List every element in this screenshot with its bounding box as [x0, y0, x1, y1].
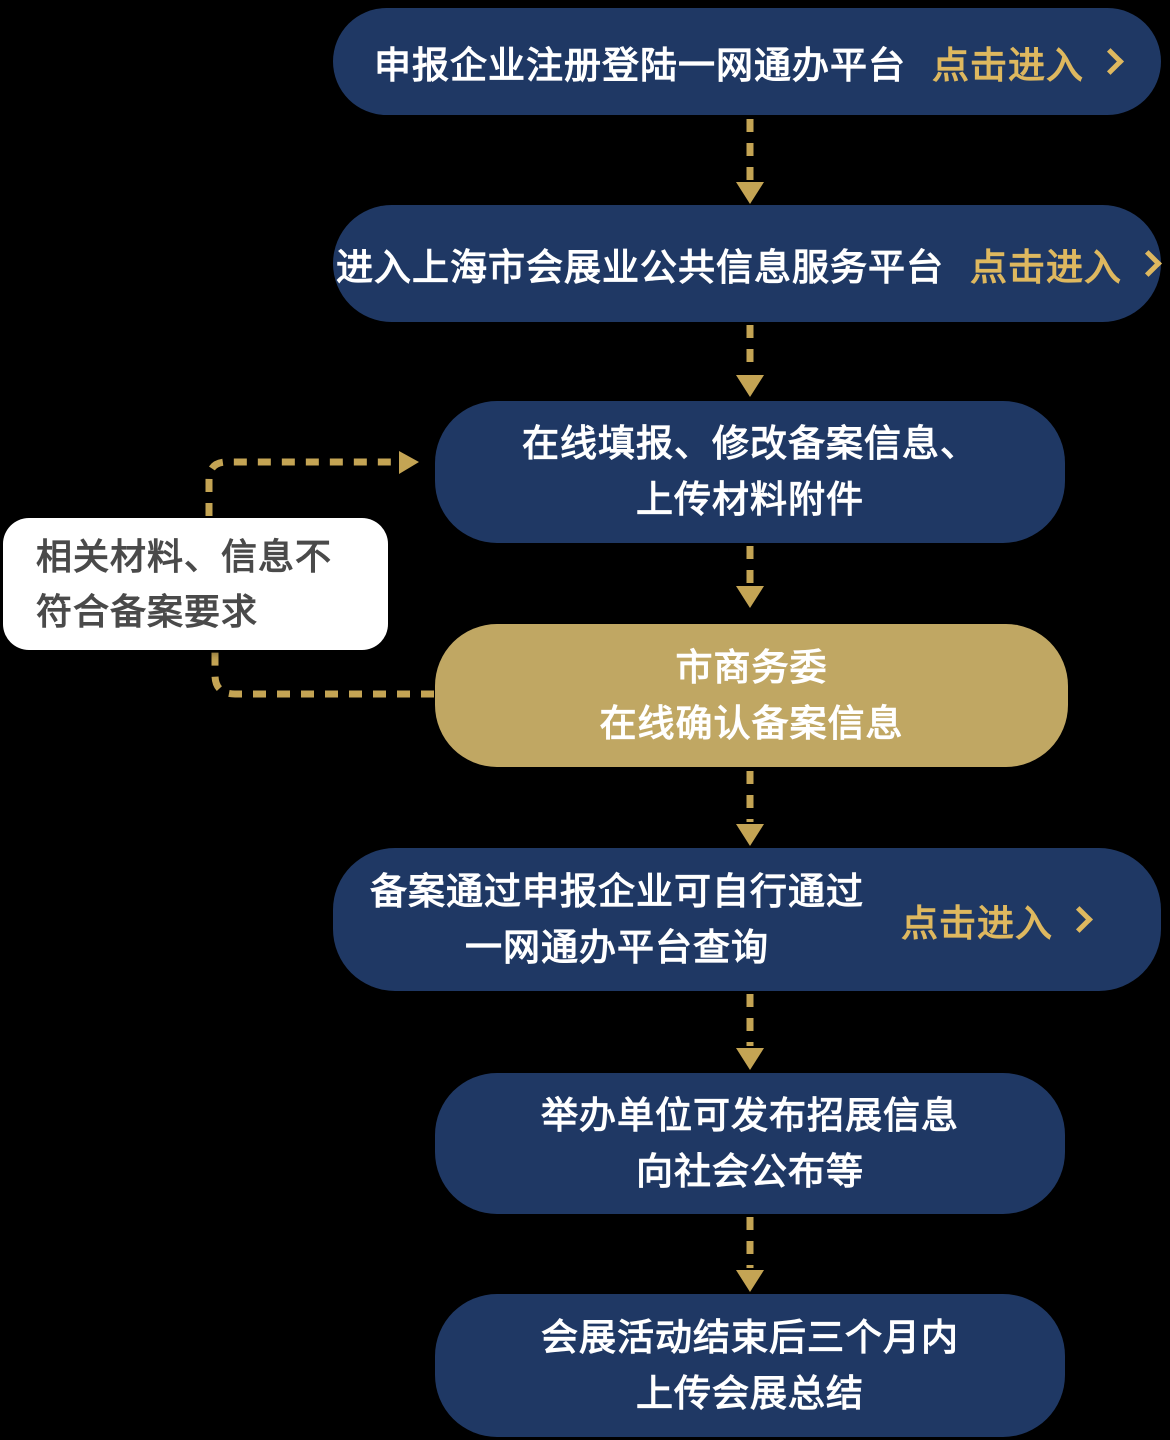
arrow-down-step3-review	[736, 546, 764, 608]
callout-rejection-note: 相关材料、信息不 符合备案要求	[3, 518, 388, 650]
arrow-down-step5-step6	[736, 994, 764, 1070]
step-pill-enter-service-platform: 进入上海市会展业公共信息服务平台 点击进入	[333, 205, 1162, 322]
cta-click-enter-1[interactable]: 点击进入	[932, 35, 1124, 89]
feedback-loop-callout-to-step3	[205, 451, 419, 516]
step-title-line1: 举办单位可发布招展信息	[541, 1094, 959, 1136]
callout-line2: 符合备案要求	[36, 591, 259, 632]
arrow-down-step6-step7	[736, 1217, 764, 1292]
step-pill-register-platform: 申报企业注册登陆一网通办平台 点击进入	[333, 8, 1161, 115]
step-title-line1: 备案通过申报企业可自行通过	[370, 870, 864, 912]
step-title-line2: 上传材料附件	[636, 479, 864, 520]
cta-label: 点击进入	[970, 246, 1122, 288]
step-title-line2: 在线确认备案信息	[599, 702, 904, 744]
arrow-down-review-step5	[736, 771, 764, 846]
cta-label: 点击进入	[901, 902, 1053, 944]
cta-click-enter-2[interactable]: 点击进入	[970, 237, 1162, 291]
step-title-lines: 备案通过申报企业可自行通过 一网通办平台查询	[333, 864, 901, 976]
step-title-line1: 市商务委	[675, 646, 828, 688]
step-title-line2: 上传会展总结	[636, 1372, 864, 1414]
step-pill-commerce-committee-review: 市商务委 在线确认备案信息	[435, 624, 1068, 767]
callout-line1: 相关材料、信息不	[36, 536, 333, 577]
arrow-down-step1-step2	[736, 119, 764, 204]
step-title-line2: 向社会公布等	[636, 1150, 864, 1192]
step-pill-upload-summary: 会展活动结束后三个月内 上传会展总结	[435, 1294, 1065, 1437]
step-pill-publish-exhibition-info: 举办单位可发布招展信息 向社会公布等	[435, 1073, 1065, 1214]
arrow-down-step2-step3	[736, 325, 764, 397]
step-title-line1: 会展活动结束后三个月内	[541, 1316, 959, 1358]
cta-label: 点击进入	[932, 44, 1084, 86]
step-pill-online-filing: 在线填报、修改备案信息、 上传材料附件	[435, 401, 1065, 543]
step-pill-filing-passed-query: 备案通过申报企业可自行通过 一网通办平台查询 点击进入	[333, 848, 1161, 991]
step-title: 申报企业注册登陆一网通办平台	[374, 44, 906, 86]
cta-click-enter-3[interactable]: 点击进入	[901, 893, 1093, 947]
step-title-line2: 一网通办平台查询	[465, 926, 769, 968]
step-title-line1: 在线填报、修改备案信息、	[522, 423, 978, 464]
step-title: 进入上海市会展业公共信息服务平台	[336, 246, 944, 288]
feedback-loop-review-to-callout	[211, 652, 434, 698]
chevron-right-icon	[1097, 48, 1124, 75]
chevron-right-icon	[1135, 250, 1162, 277]
chevron-right-icon	[1066, 906, 1093, 933]
